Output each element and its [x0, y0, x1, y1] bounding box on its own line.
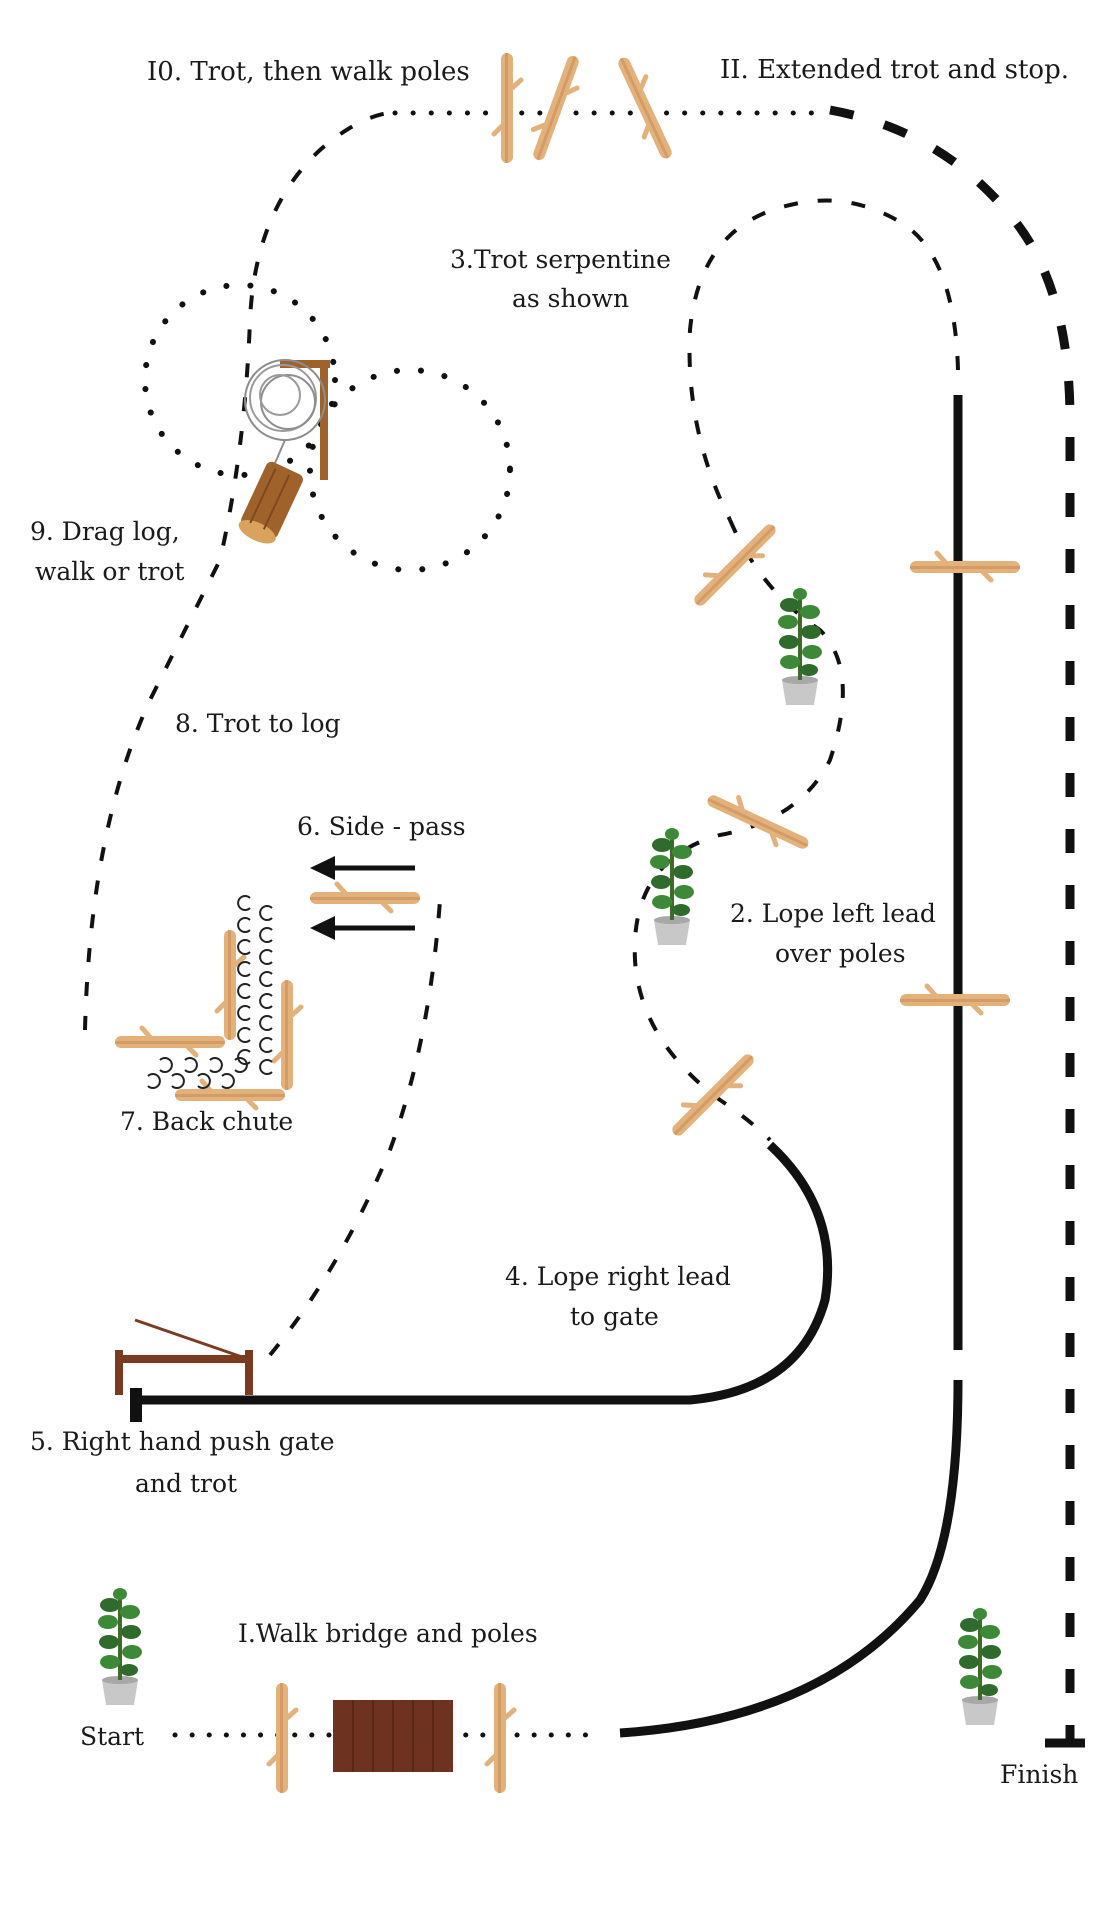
label-step9-line1: 9. Drag log, [30, 517, 180, 546]
pole-icon [494, 53, 521, 163]
plant-icon [650, 828, 694, 945]
label-step8: 8. Trot to log [175, 709, 341, 738]
pole-icon [175, 1081, 285, 1108]
label-step10: I0. Trot, then walk poles [147, 57, 470, 87]
path-trot-to-log [83, 110, 396, 1031]
label-step5-line1: 5. Right hand push gate [30, 1427, 335, 1456]
pole-icon [310, 884, 420, 911]
label-step2-line1: 2. Lope left lead [730, 899, 936, 928]
plant-icon [778, 588, 822, 705]
plant-icon [958, 1608, 1002, 1725]
label-step3-line2: as shown [512, 284, 629, 313]
arrow-left-icon [310, 856, 415, 940]
label-step6: 6. Side - pass [297, 812, 466, 841]
pole-icon [269, 1683, 296, 1793]
path-lope-right-lead [140, 1141, 833, 1405]
pole-icon [610, 52, 681, 163]
plant-icon [98, 1588, 142, 1705]
gate-icon [115, 1318, 253, 1395]
gate-start-bar [130, 1388, 142, 1422]
path-gate-to-sidepass [268, 899, 442, 1357]
bridge-icon [333, 1700, 453, 1772]
log-with-rope-icon [238, 359, 330, 544]
label-finish: Finish [1000, 1760, 1078, 1789]
label-step4-line1: 4. Lope right lead [505, 1262, 731, 1291]
path-log-circle-right [307, 367, 513, 573]
pole-icon [115, 1028, 225, 1055]
label-step2-line2: over poles [775, 939, 906, 968]
path-extended-trot [829, 105, 1075, 1740]
pole-icon [274, 980, 301, 1090]
label-step11: II. Extended trot and stop. [720, 55, 1069, 85]
label-step4-line2: to gate [570, 1302, 659, 1331]
path-serpentine-top [687, 198, 960, 521]
path-solid-lower-right [619, 1379, 963, 1738]
label-step9-line2: walk or trot [35, 557, 184, 586]
pole-icon [664, 1046, 761, 1143]
label-step1: I.Walk bridge and poles [238, 1619, 538, 1648]
pole-icon [910, 553, 1020, 580]
label-step5-line2: and trot [135, 1469, 237, 1498]
label-step7: 7. Back chute [120, 1107, 293, 1136]
horseshoe-tracks-icon [147, 895, 273, 1089]
label-start: Start [80, 1722, 144, 1751]
path-log-circle-left [142, 282, 338, 478]
pole-icon [487, 1683, 514, 1793]
pole-icon [703, 786, 814, 857]
label-step3-line1: 3.Trot serpentine [450, 245, 671, 274]
pole-icon [524, 52, 587, 165]
